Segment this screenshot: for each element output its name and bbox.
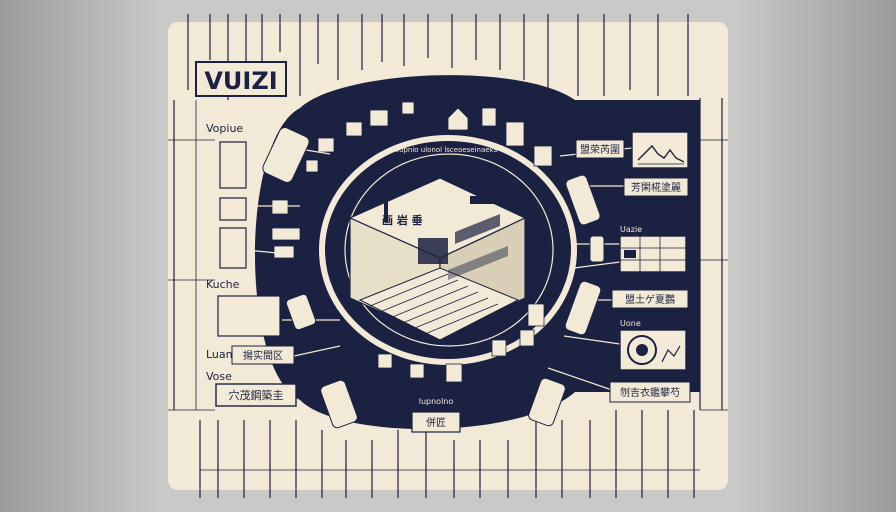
cube-icon <box>305 159 319 173</box>
label-kuche: Kuche <box>206 278 240 291</box>
label-uazie: Uazie <box>620 225 642 234</box>
right-box-3 <box>611 289 689 309</box>
cube-icon <box>377 353 393 369</box>
cube-icon <box>401 101 415 115</box>
luan-box-text: 揚实間区 <box>243 349 283 362</box>
cube-icon <box>533 145 553 167</box>
cube-icon <box>445 363 463 383</box>
cube-icon <box>271 227 301 241</box>
right-box-2 <box>623 177 689 197</box>
vose-box <box>215 383 297 407</box>
right-box-4 <box>609 381 691 403</box>
ring-tabs <box>262 127 605 429</box>
bottom-ring-label: lupnolno <box>419 397 454 406</box>
circle-gauge-icon <box>619 329 687 371</box>
cube-icon <box>317 137 335 153</box>
left-tag-box <box>217 295 281 337</box>
logo-text: VUIZI <box>204 67 277 95</box>
right-box-4-text: 刎吉衣鑑攀芍 <box>620 386 680 399</box>
left-panel-group <box>217 141 281 337</box>
outer-ring-arc <box>319 135 578 365</box>
cube-icon <box>491 339 507 357</box>
cube-icon <box>519 329 535 347</box>
cube-icon <box>409 363 425 379</box>
cube-icon <box>273 245 295 259</box>
label-vose: Vose <box>206 370 232 383</box>
top-arc-label: Vupnio ulonol lsceoeseinaeks <box>395 146 498 154</box>
right-box-1 <box>575 139 625 159</box>
ring-icons <box>271 101 553 383</box>
cube-icon <box>527 303 545 327</box>
house-icon <box>447 107 469 131</box>
logo: VUIZI <box>195 61 287 97</box>
right-box-1-text: 盟荣芮圍 <box>580 143 620 156</box>
luan-box <box>231 345 295 365</box>
left-tag-box <box>219 141 247 189</box>
right-box-3-text: 盟土ゲ夏鸚 <box>625 293 675 306</box>
cube-icon <box>505 121 525 147</box>
vose-box-text: 穴茂鋼築圭 <box>229 388 284 402</box>
left-tag-box <box>219 197 247 221</box>
left-side-ticks <box>168 100 215 411</box>
bottom-box <box>411 411 461 433</box>
line-chart-icon <box>631 131 689 169</box>
label-vopiue: Vopiue <box>206 122 243 135</box>
bottom-box-text: 併匠 <box>426 416 446 429</box>
cube-icon <box>271 199 289 215</box>
top-comb-lines <box>187 14 689 100</box>
cube-icon <box>345 121 363 137</box>
cube-icon <box>481 107 497 127</box>
bottom-comb-lines <box>199 410 700 498</box>
label-luan: Luan <box>206 348 233 361</box>
label-uone: Uone <box>620 319 641 328</box>
grid-table-icon <box>619 235 687 273</box>
right-box-2-text: 芳閑椛塗麗 <box>631 181 681 194</box>
isometric-room <box>348 177 527 341</box>
room-label: 画 岩 垂 <box>382 213 423 227</box>
inner-ring-arc <box>344 153 554 347</box>
left-tag-box <box>219 227 247 269</box>
cube-icon <box>369 109 389 127</box>
